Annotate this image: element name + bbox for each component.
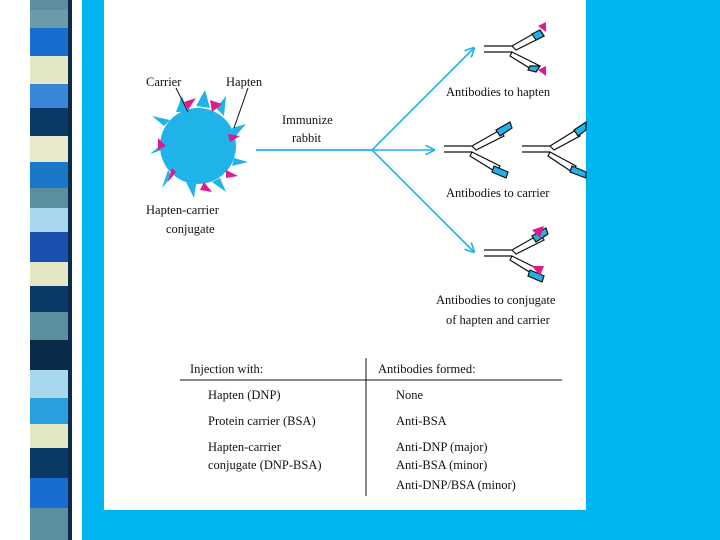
- table-cell-antibodies: Anti-DNP/BSA (minor): [396, 478, 516, 492]
- decorative-stripe: [30, 478, 68, 508]
- decorative-stripe: [30, 188, 68, 208]
- antibody-conjugate: [484, 226, 549, 283]
- antibodies-conjugate-label-line1: Antibodies to conjugate: [436, 293, 556, 307]
- branch-arrow-conjugate: [371, 149, 474, 252]
- carrier-sphere: [160, 108, 236, 184]
- table-header-injection: Injection with:: [190, 362, 264, 376]
- decorative-stripe: [30, 28, 68, 56]
- decorative-stripe: [30, 10, 68, 28]
- conjugate-label-line1: Hapten-carrier: [146, 203, 220, 217]
- carrier-label: Carrier: [146, 75, 182, 89]
- table-cell-antibodies: Anti-BSA: [396, 414, 447, 428]
- table-cell-injection: Hapten-carrier: [208, 440, 281, 454]
- decorative-stripe: [30, 448, 68, 478]
- hapten-pointer: [233, 87, 249, 129]
- branch-arrow-hapten: [371, 48, 474, 151]
- hapten-label: Hapten: [226, 75, 263, 89]
- antibody-hapten: [484, 22, 546, 76]
- decorative-stripe: [30, 56, 68, 84]
- conjugate-label-line2: conjugate: [166, 222, 215, 236]
- decorative-stripe: [30, 340, 68, 370]
- background-band-right: [586, 0, 720, 540]
- conjugate-particle: [150, 90, 248, 198]
- decorative-stripe: [30, 370, 68, 398]
- table-cell-injection: Protein carrier (BSA): [208, 414, 316, 428]
- table-cell-antibodies: Anti-DNP (major): [396, 440, 488, 454]
- decorative-stripe: [30, 262, 68, 286]
- decorative-stripe: [30, 424, 68, 448]
- decorative-stripe: [30, 312, 68, 340]
- table-cell-injection: conjugate (DNP-BSA): [208, 458, 322, 472]
- table-cell-antibodies: Anti-BSA (minor): [396, 458, 488, 472]
- figure-panel: [104, 0, 586, 510]
- table-cell-injection: Hapten (DNP): [208, 388, 281, 402]
- decorative-stripe: [30, 208, 68, 232]
- antibodies-hapten-label: Antibodies to hapten: [446, 85, 551, 99]
- immunize-label-line1: Immunize: [282, 113, 333, 127]
- background-band-left: [82, 0, 104, 540]
- antibody-carrier-2: [522, 120, 587, 179]
- antibody-carrier-1: [444, 121, 513, 179]
- decorative-stripe: [30, 136, 68, 162]
- carrier-pointer: [175, 87, 189, 113]
- immunize-label-line2: rabbit: [292, 131, 322, 145]
- decorative-stripe: [30, 162, 68, 188]
- antibodies-conjugate-label-line2: of hapten and carrier: [446, 313, 551, 327]
- decorative-stripe: [30, 232, 68, 262]
- decorative-stripe: [30, 0, 68, 10]
- table-header-antibodies: Antibodies formed:: [378, 362, 476, 376]
- decorative-stripe: [30, 398, 68, 424]
- hapten-triangles: [158, 98, 240, 192]
- decorative-stripe: [30, 84, 68, 108]
- decorative-stripe: [30, 108, 68, 136]
- decorative-stripe: [30, 286, 68, 312]
- antibodies-carrier-label: Antibodies to carrier: [446, 186, 550, 200]
- decorative-stripe-edge: [68, 0, 72, 540]
- background-band-bottom: [82, 510, 586, 540]
- table-cell-antibodies: None: [396, 388, 424, 402]
- decorative-stripe-bar: [30, 0, 68, 540]
- decorative-stripe: [30, 508, 68, 540]
